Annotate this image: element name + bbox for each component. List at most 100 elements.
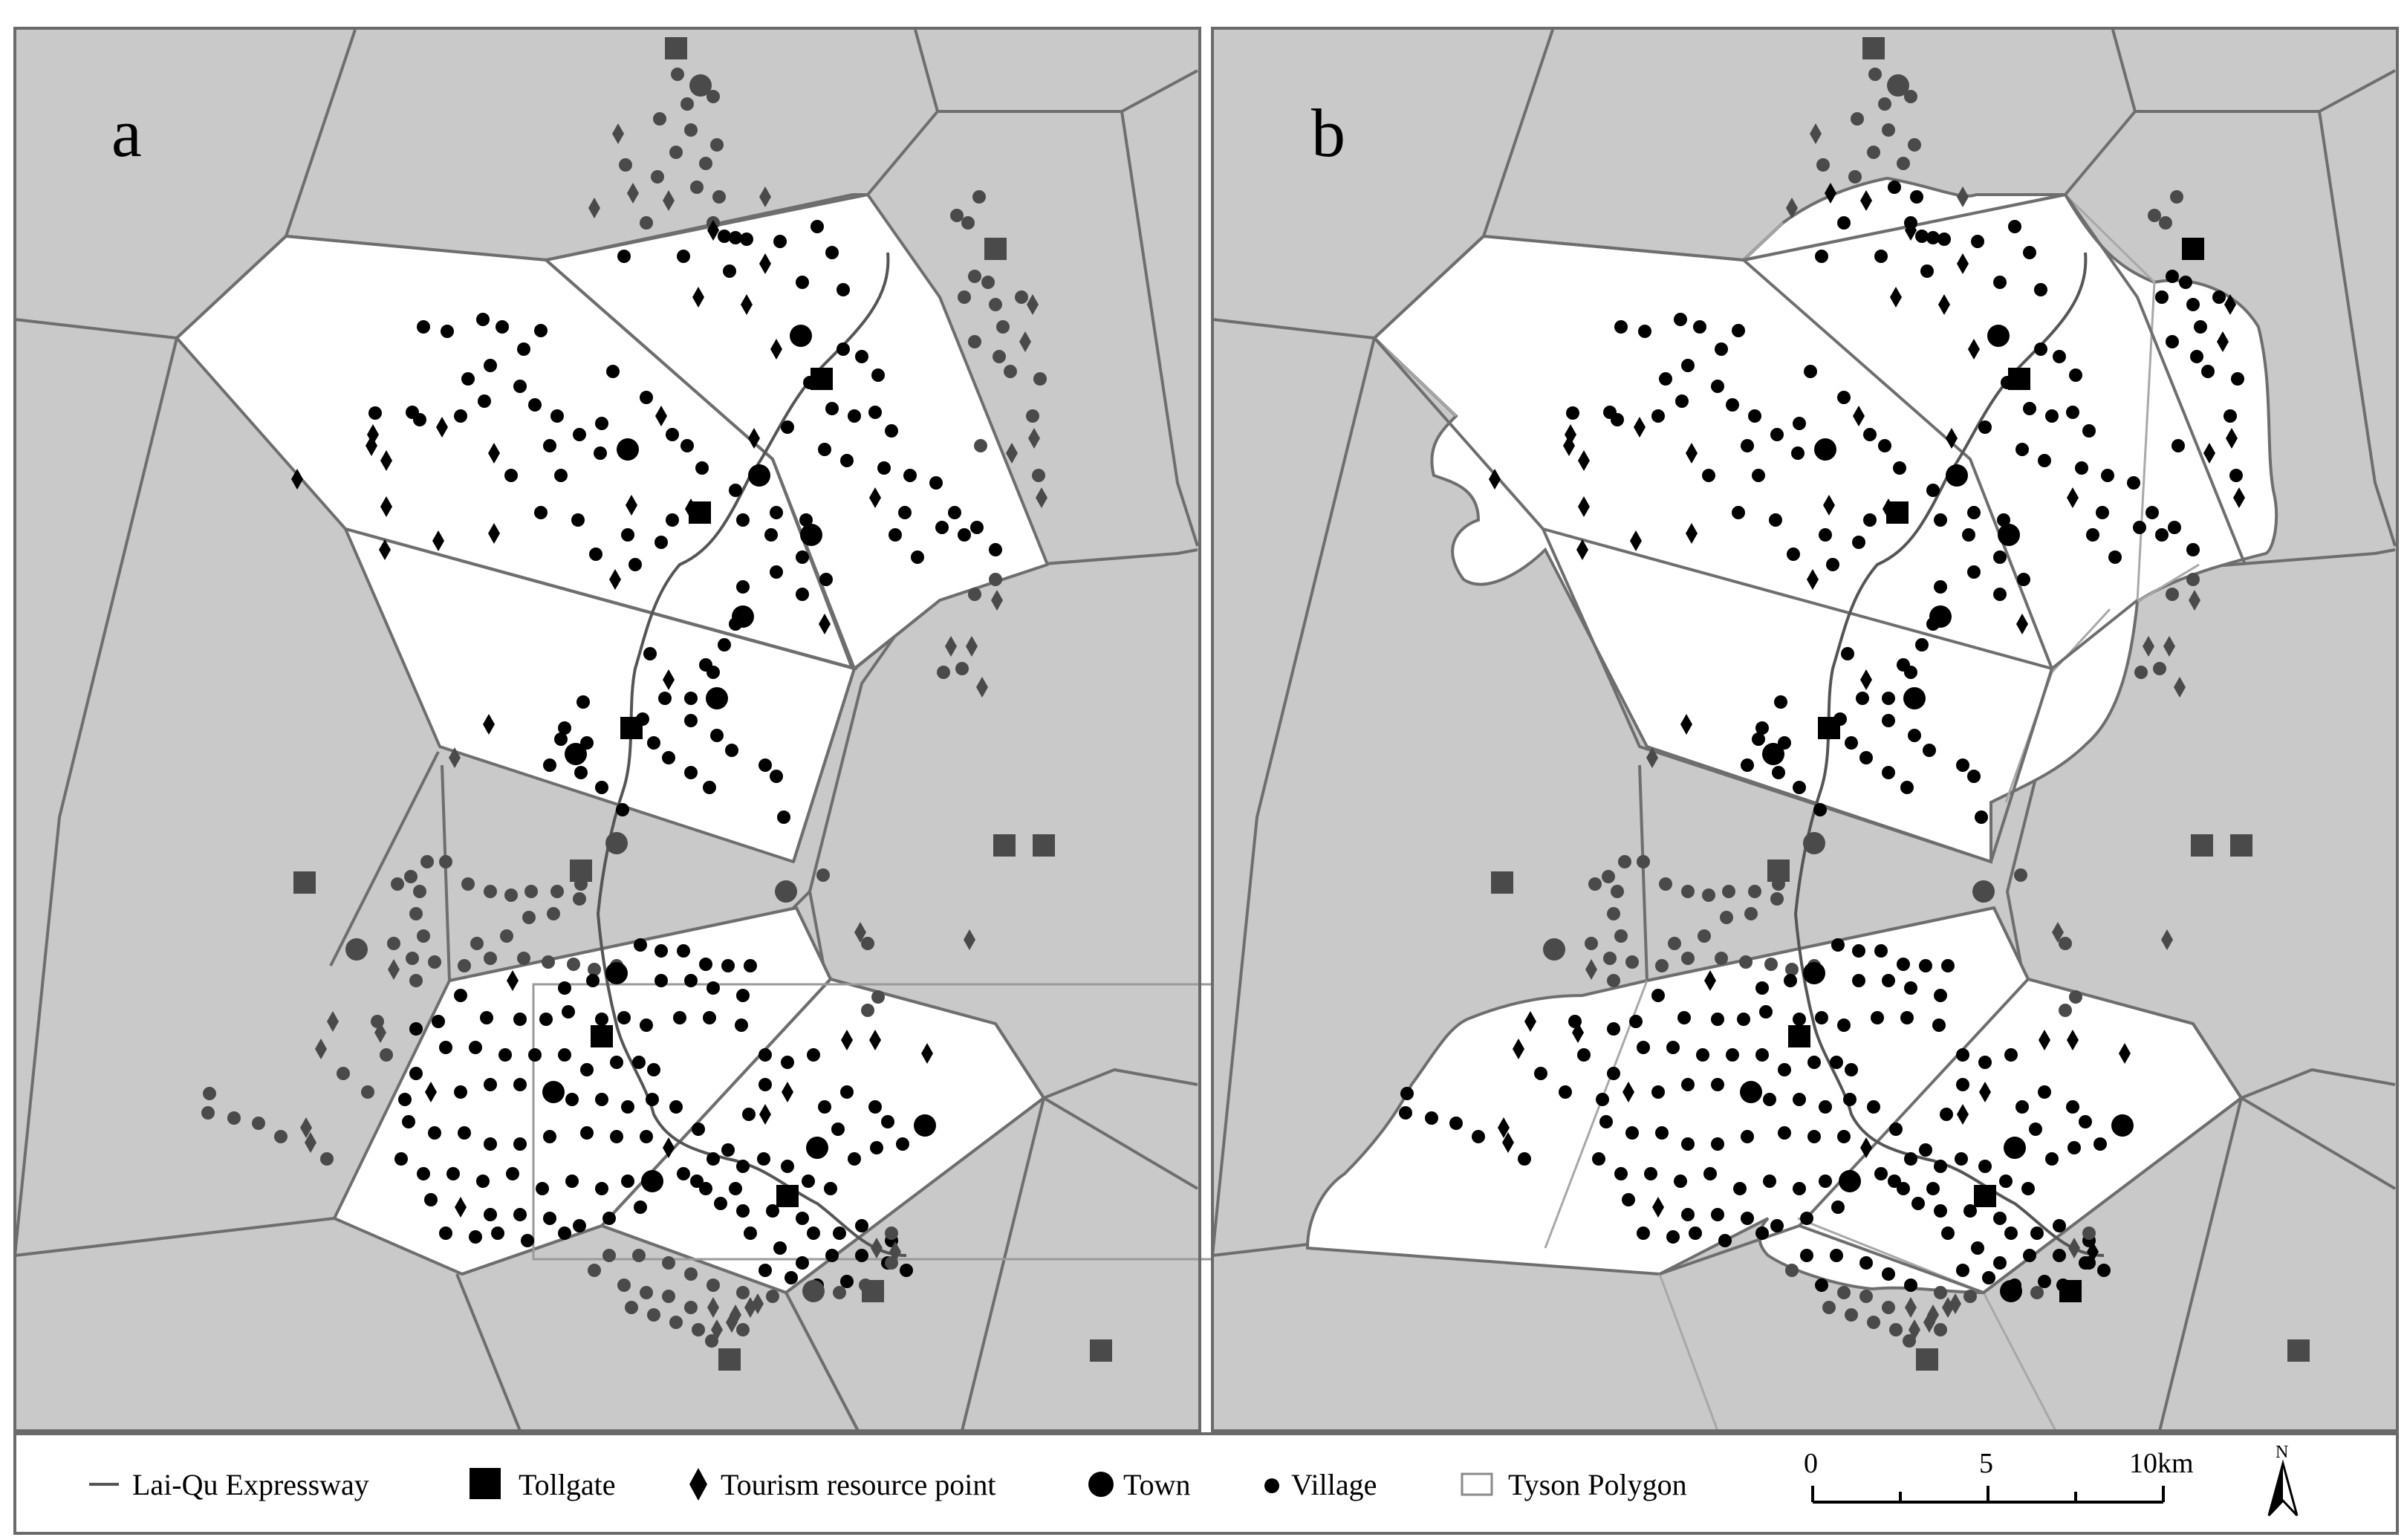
village-marker bbox=[458, 1126, 471, 1140]
village-marker bbox=[1651, 1085, 1665, 1099]
tourism-resource-marker bbox=[991, 590, 1003, 611]
village-marker bbox=[1759, 1005, 1773, 1018]
tourism-resource-marker bbox=[748, 428, 760, 449]
village-marker bbox=[2004, 1048, 2018, 1062]
village-marker bbox=[640, 391, 653, 404]
village-marker bbox=[2059, 1004, 2072, 1017]
village-marker bbox=[807, 1227, 820, 1240]
village-marker bbox=[1737, 1013, 1750, 1026]
village-marker bbox=[469, 1041, 482, 1054]
village-marker bbox=[428, 1126, 441, 1140]
village-marker bbox=[2153, 662, 2166, 675]
village-marker bbox=[565, 1093, 579, 1106]
tollgate-marker bbox=[665, 37, 687, 59]
village-marker bbox=[1651, 989, 1665, 1002]
village-marker bbox=[1837, 1130, 1851, 1143]
legend-tourism-symbol bbox=[689, 1468, 707, 1501]
village-marker bbox=[759, 1264, 772, 1277]
village-marker bbox=[484, 1137, 497, 1151]
village-marker bbox=[825, 246, 839, 259]
village-marker bbox=[1816, 158, 1830, 172]
village-marker bbox=[201, 1106, 215, 1120]
village-marker bbox=[881, 1115, 894, 1128]
village-marker bbox=[712, 190, 726, 204]
village-marker bbox=[543, 1212, 556, 1225]
village-marker bbox=[972, 190, 986, 204]
tourism-resource-marker bbox=[1860, 669, 1872, 690]
tollgate-marker bbox=[1818, 717, 1840, 739]
village-marker bbox=[1800, 1249, 1813, 1262]
village-marker bbox=[1625, 1126, 1639, 1140]
village-marker bbox=[1800, 1212, 1813, 1225]
village-marker bbox=[1915, 638, 1929, 652]
village-marker bbox=[1602, 870, 1615, 883]
tollgate-marker bbox=[1886, 501, 1909, 524]
village-marker bbox=[1845, 736, 1858, 750]
village-marker bbox=[1882, 692, 1895, 705]
tourism-resource-marker bbox=[1006, 443, 1018, 464]
village-marker bbox=[361, 1085, 374, 1099]
legend-tyson-label: Tyson Polygon bbox=[1508, 1468, 1687, 1501]
village-marker bbox=[558, 1227, 571, 1240]
town-marker bbox=[1987, 325, 2010, 347]
village-marker bbox=[705, 1334, 718, 1348]
village-marker bbox=[1763, 1093, 1776, 1106]
village-marker bbox=[1703, 1167, 1717, 1180]
village-marker bbox=[816, 868, 830, 882]
town-marker bbox=[1946, 464, 1968, 487]
village-marker bbox=[684, 1301, 698, 1314]
town-marker bbox=[605, 962, 628, 984]
tourism-resource-marker bbox=[2233, 487, 2245, 508]
tollgate-marker bbox=[2182, 238, 2204, 260]
town-marker bbox=[2111, 1114, 2134, 1137]
village-marker bbox=[885, 1227, 898, 1240]
village-marker bbox=[1807, 1056, 1821, 1069]
village-marker bbox=[2108, 550, 2122, 564]
village-marker bbox=[1874, 944, 1888, 958]
village-marker bbox=[1848, 170, 1862, 183]
village-marker bbox=[1837, 391, 1851, 404]
village-marker bbox=[736, 1160, 750, 1173]
tourism-resource-marker bbox=[1946, 428, 1958, 449]
village-marker bbox=[1004, 365, 1017, 378]
village-marker bbox=[1867, 1316, 1880, 1329]
village-marker bbox=[1764, 958, 1778, 971]
tourism-resource-marker bbox=[1949, 1293, 1961, 1314]
village-marker bbox=[1897, 1182, 1910, 1195]
village-marker bbox=[1689, 1227, 1702, 1240]
village-marker bbox=[1837, 1018, 1851, 1032]
tourism-resource-marker bbox=[455, 1197, 467, 1218]
village-marker bbox=[1934, 1204, 1947, 1218]
village-marker bbox=[1763, 1175, 1776, 1188]
village-marker bbox=[669, 1316, 683, 1329]
village-marker bbox=[1919, 1143, 1932, 1157]
village-marker bbox=[594, 446, 607, 460]
village-marker bbox=[1793, 1013, 1806, 1026]
village-marker bbox=[1815, 1279, 1828, 1292]
village-marker bbox=[1711, 1137, 1724, 1151]
village-marker bbox=[1726, 398, 1739, 412]
tourism-resource-marker bbox=[1646, 747, 1658, 768]
village-marker bbox=[610, 1056, 623, 1069]
village-marker bbox=[1804, 365, 1817, 378]
village-marker bbox=[2231, 372, 2244, 386]
village-marker bbox=[2030, 1286, 2044, 1299]
village-marker bbox=[1889, 1323, 1903, 1336]
village-marker bbox=[766, 1290, 779, 1303]
village-marker bbox=[699, 157, 712, 170]
town-marker bbox=[748, 464, 770, 487]
village-marker bbox=[870, 1141, 883, 1154]
tollgate-marker bbox=[718, 1348, 741, 1371]
town-marker bbox=[1814, 438, 1836, 461]
village-marker bbox=[420, 855, 434, 868]
village-marker bbox=[413, 885, 426, 898]
tourism-resource-marker bbox=[841, 1030, 853, 1050]
village-marker bbox=[889, 528, 902, 542]
tourism-resource-marker bbox=[588, 198, 600, 218]
village-marker bbox=[595, 1013, 608, 1026]
village-marker bbox=[562, 1005, 575, 1018]
village-marker bbox=[517, 952, 530, 965]
village-marker bbox=[855, 350, 868, 363]
village-marker bbox=[513, 1137, 527, 1151]
